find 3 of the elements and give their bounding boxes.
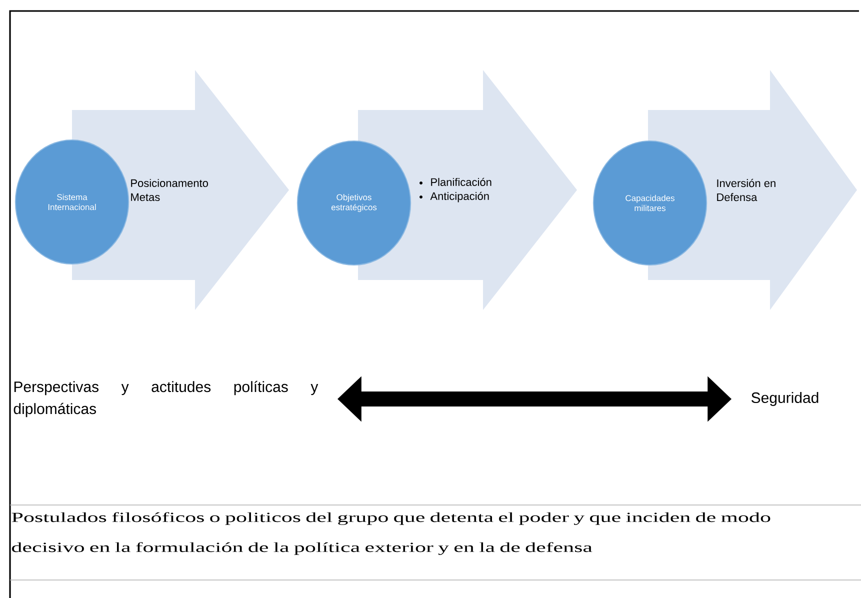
note-text: Postulados filosóficos o politicos del grupo que detenta el poder y que inciden de modo decisivo en la formulación de la política exterior y en la de defensa: [12, 512, 770, 555]
text-label: Seguridad: [752, 392, 818, 406]
text-label: Perspectivas y actitudes políticas y diplomáticas: [14, 380, 318, 418]
